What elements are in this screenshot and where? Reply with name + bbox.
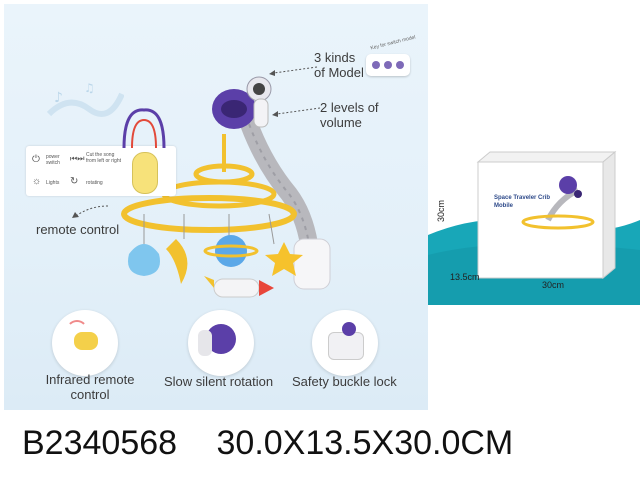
rotation-circle xyxy=(188,310,254,376)
models-label: 3 kinds of Model xyxy=(314,50,364,80)
svg-text:♫: ♫ xyxy=(84,81,95,95)
product-dimensions: 30.0X13.5X30.0CM xyxy=(216,424,514,462)
buckle-clamp-icon xyxy=(328,332,364,360)
volume-arrow xyxy=(272,107,321,117)
model-key-dot-2 xyxy=(384,61,392,69)
box-width-label: 30cm xyxy=(542,280,565,290)
model-key-button xyxy=(366,54,410,76)
lights-label: Lights xyxy=(46,180,60,186)
remote-legend-card: ⏻ power switch ⏮⏭ Cut the song from left… xyxy=(26,146,176,196)
cut-label: Cut the song from left or right xyxy=(86,152,122,164)
rotating-label: rotating xyxy=(86,180,103,186)
model-key-dot-1 xyxy=(372,61,380,69)
remote-control-arrow xyxy=(72,205,109,218)
packaging-box-image: Space Traveler Crib Mobile 30cm 13.5cm 3… xyxy=(428,150,640,305)
buckle-label: Safety buckle lock xyxy=(292,374,397,389)
product-code-line: B2340568 30.0X13.5X30.0CM xyxy=(22,423,513,463)
models-arrow xyxy=(269,66,318,76)
buckle-astronaut-icon xyxy=(342,322,356,336)
box-title: Space Traveler Crib Mobile xyxy=(494,195,551,209)
product-info-panel: ♪ ♫ 3 xyxy=(4,4,428,410)
rotation-label: Slow silent rotation xyxy=(164,374,274,389)
speaker-base-icon xyxy=(198,330,212,356)
light-icon: ☼ xyxy=(32,176,42,187)
buckle-circle xyxy=(312,310,378,376)
signal-waves-icon xyxy=(66,320,88,342)
teal-wave-background xyxy=(428,150,640,305)
power-icon: ⏻ xyxy=(32,154,40,165)
crib-mobile-illustration xyxy=(121,76,331,298)
power-label: power switch xyxy=(46,154,60,166)
box-depth-label: 13.5cm xyxy=(450,272,480,282)
box-height-label: 30cm xyxy=(436,199,447,223)
rotate-icon: ↻ xyxy=(70,176,79,187)
infrared-circle xyxy=(52,310,118,376)
product-code: B2340568 xyxy=(22,424,178,462)
remote-control-label: remote control xyxy=(36,222,120,237)
remote-device xyxy=(132,152,158,194)
volume-label: 2 levels of volume xyxy=(320,100,379,130)
remote-hanger xyxy=(122,108,166,148)
infrared-label: Infrared remote control xyxy=(45,372,135,402)
music-notes-decoration: ♪ ♫ xyxy=(46,81,124,117)
model-key-note: Key for switch model xyxy=(369,34,417,52)
svg-text:♪: ♪ xyxy=(54,90,63,106)
model-key-dot-3 xyxy=(396,61,404,69)
skip-icon: ⏮⏭ xyxy=(70,154,85,163)
